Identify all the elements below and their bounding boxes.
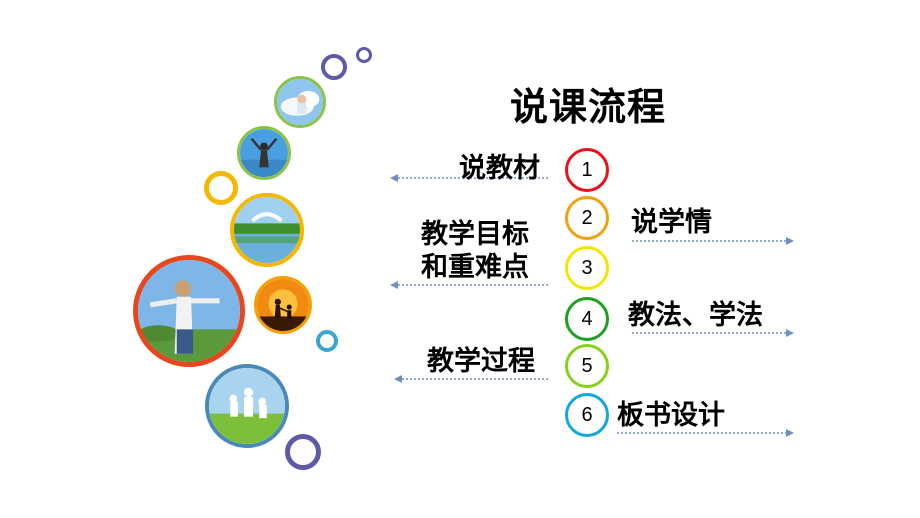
slide-title: 说课流程 <box>510 85 667 129</box>
sky-photo-image <box>277 79 323 125</box>
decorative-ring <box>321 54 347 80</box>
family-photo-image <box>209 368 285 444</box>
step-3-label-line2: 和重难点 <box>421 252 529 283</box>
arrowhead-left <box>390 281 398 289</box>
family-photo-circle <box>205 364 289 448</box>
arrowhead-right <box>786 429 794 437</box>
arrowhead-left <box>390 174 398 182</box>
step-3-circle[interactable]: 3 <box>565 246 609 290</box>
step-3-label-line1: 教学目标 <box>421 219 529 250</box>
arrowhead-right <box>786 329 794 337</box>
girl-photo-circle <box>237 126 291 180</box>
arrowhead-right <box>786 237 794 245</box>
decorative-ring <box>316 330 338 352</box>
girl-photo-image <box>240 129 288 177</box>
lake-photo-circle <box>230 193 304 267</box>
step-5-circle[interactable]: 5 <box>565 344 609 388</box>
decorative-ring <box>285 434 321 470</box>
step-6-label: 板书设计 <box>617 400 725 431</box>
step-2-label: 说学情 <box>631 207 712 238</box>
decorative-ring <box>204 171 238 205</box>
step-2-circle[interactable]: 2 <box>565 196 609 240</box>
woman-photo-image <box>138 260 240 362</box>
step-4-label: 教法、学法 <box>628 300 763 331</box>
arrowhead-left <box>394 375 402 383</box>
step-6-circle[interactable]: 6 <box>565 393 609 437</box>
sunset-photo-circle <box>254 276 312 334</box>
sunset-photo-image <box>257 279 309 331</box>
decorative-ring <box>356 47 372 63</box>
step-1-label: 说教材 <box>459 153 540 184</box>
sky-photo-circle <box>274 76 326 128</box>
step-1-circle[interactable]: 1 <box>565 148 609 192</box>
woman-photo-circle <box>133 255 245 367</box>
step-4-circle[interactable]: 4 <box>565 297 609 341</box>
step-5-label: 教学过程 <box>427 346 535 377</box>
